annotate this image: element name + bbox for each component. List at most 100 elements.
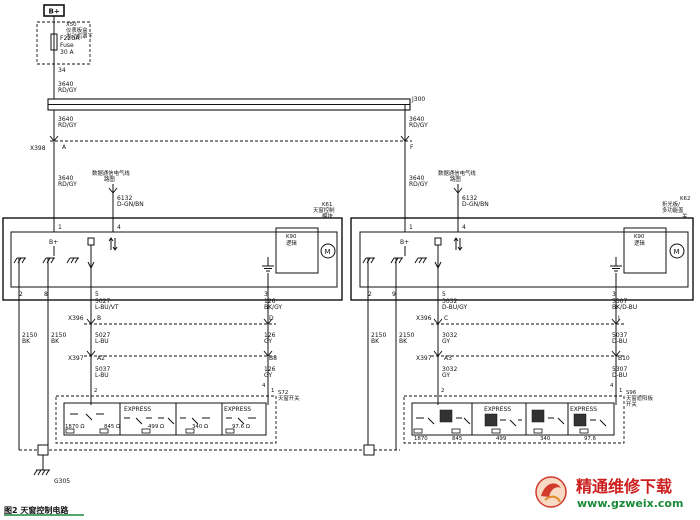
- fuse-block-outline: [36, 21, 91, 65]
- switch-right-pin-1: 1: [619, 388, 622, 394]
- module-left-logic-code: K90: [286, 234, 297, 240]
- connector-x397-left: X397: [68, 355, 84, 362]
- wire-2150-l1: 2150: [22, 332, 37, 339]
- resistor-icon: [491, 428, 501, 434]
- wire-5307-right-2: 5307: [612, 366, 627, 373]
- resistor-icon: [65, 428, 75, 434]
- module-left-id: K61: [322, 202, 332, 208]
- wire-3032-right-3: 3032: [442, 366, 457, 373]
- module-left-pin-3: 3: [264, 291, 268, 298]
- switch-left-outline: [55, 395, 277, 444]
- module-left-logic: [275, 227, 319, 274]
- module-right-pin-9: 9: [392, 291, 396, 298]
- resistor-icon: [413, 428, 423, 434]
- wire-5307-right: 5307: [612, 298, 627, 305]
- module-right-pin-5: 5: [442, 291, 446, 298]
- wire-dbu-right-2: D-BU: [612, 372, 627, 379]
- pin-f-x398: F: [410, 144, 414, 151]
- wire-2150-r1: 2150: [371, 332, 386, 339]
- connector-x396-left: X396: [68, 315, 84, 322]
- switch-left-pin-2: 2: [94, 388, 97, 394]
- splice-point-right: [363, 444, 375, 456]
- switch-left-contacts: [70, 413, 256, 425]
- wire-126-left-2: 126: [264, 332, 276, 339]
- wire-3640-left: 3640: [58, 116, 73, 123]
- wire-5037-left: 5037: [95, 366, 110, 373]
- wire-126-color-left: BK/GY: [264, 304, 282, 311]
- module-left-pin-1: 1: [58, 224, 62, 231]
- module-right-name: 折光板/: [662, 200, 680, 208]
- module-right-logic: [623, 227, 667, 274]
- module-left-name: 天窗控制: [313, 206, 335, 214]
- sunshade-icon: [573, 413, 587, 427]
- wire-6132-right: 6132: [462, 195, 477, 202]
- wire-5027-left-2: 5027: [95, 332, 110, 339]
- wire-bk-r2: BK: [399, 338, 408, 345]
- wire-3640-l2: 3640: [58, 175, 73, 182]
- connector-x397-right: X397: [416, 355, 432, 362]
- module-left-inner: [10, 231, 338, 288]
- module-right-bplus: B+: [400, 239, 409, 246]
- sunshade-icon: [484, 413, 498, 427]
- switch-right-express-2: EXPRESS: [570, 406, 597, 413]
- wire-3640-color-right: RD/GY: [409, 122, 428, 129]
- wire-2150-r2: 2150: [399, 332, 414, 339]
- fuse-block-desc: X50: [66, 22, 77, 28]
- wire-6132-color-right: D-GN/BN: [462, 201, 489, 208]
- resistor-icon: [451, 428, 461, 434]
- resistor-icon: [141, 428, 151, 434]
- switch-right-outline: [403, 395, 625, 444]
- module-left-pin-4: 4: [117, 224, 121, 231]
- module-left-pin-2: 2: [19, 291, 23, 298]
- switch-right-id: S96: [626, 390, 637, 396]
- module-left-logic-name: 逻辑: [286, 239, 297, 247]
- pin-b8-x397: B8: [269, 355, 277, 362]
- splice-point-left: [37, 444, 49, 456]
- pin-a3-x397: A3: [444, 355, 452, 362]
- module-right-pin-4: 4: [462, 224, 466, 231]
- module-right-logic-name: 逻辑: [634, 239, 645, 247]
- switch-right-pin-4: 4: [610, 383, 614, 389]
- resistor-icon: [579, 428, 589, 434]
- module-left-pin-8: 8: [44, 291, 48, 298]
- connector-x398: X398: [30, 145, 46, 152]
- pin-c-x396: C: [444, 315, 448, 322]
- module-right-motor-icon: [669, 243, 685, 259]
- pin-d-x396: D: [269, 315, 274, 322]
- module-left-motor-icon: [320, 243, 336, 259]
- sunshade-icon: [531, 409, 545, 423]
- resistor-845: 845 Ω: [104, 424, 120, 430]
- resistor-1870: 1870 Ω: [65, 424, 85, 430]
- wire-gy-left: GY: [264, 338, 272, 345]
- wire-3640-color-r2: RD/GY: [409, 181, 428, 188]
- resistor-499: 499 Ω: [148, 424, 164, 430]
- pin-b10-x397: B10: [618, 355, 630, 362]
- wire-5307-color-right: BK/D-BU: [612, 304, 637, 311]
- wire-lbu-left: L-BU: [95, 338, 109, 345]
- switch-left-id: S72: [278, 390, 288, 396]
- serial-data-left-2: 路图: [104, 175, 115, 183]
- wire-gy-left-2: GY: [264, 372, 272, 379]
- fuse-block-desc-3: 发动机罩下: [66, 32, 94, 40]
- fuse-name: F22UA: [60, 35, 80, 42]
- resistor-97-6: 97.6 Ω: [232, 424, 250, 430]
- wire-3032-right-2: 3032: [442, 332, 457, 339]
- serial-data-right-2: 路图: [450, 175, 461, 183]
- wire-3640-color-l2: RD/GY: [58, 181, 77, 188]
- watermark-title: 精通维修下载: [576, 477, 672, 496]
- module-left-pin-5: 5: [95, 291, 99, 298]
- resistor-r-1870: 1870: [414, 436, 428, 442]
- resistor-icon: [99, 428, 109, 434]
- wire-3032-color-right: D-BU/GY: [442, 304, 467, 311]
- wire-5037-right: 5037: [612, 332, 627, 339]
- wire-bk-l2: BK: [51, 338, 60, 345]
- wire-3640-right: 3640: [409, 116, 424, 123]
- module-right-logic-code: K90: [634, 234, 645, 240]
- resistor-r-340: 340: [540, 436, 551, 442]
- module-right-name-3: 关: [682, 212, 688, 220]
- watermark-url: www.gzweix.com: [577, 497, 683, 510]
- wire-3640-color-left: RD/GY: [58, 122, 77, 129]
- module-right-name-2: 多功能盖: [662, 206, 684, 214]
- sunshade-icon: [439, 409, 453, 423]
- pin-a-x398: A: [62, 144, 67, 151]
